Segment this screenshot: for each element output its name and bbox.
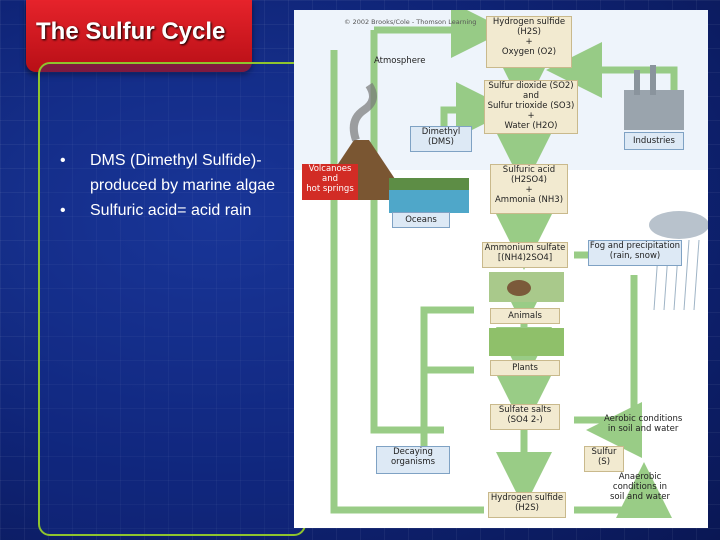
bullet-text: DMS (Dimethyl Sulfide)- produced by mari… <box>90 152 276 194</box>
fog-line1: Fog and precipitation <box>589 241 681 251</box>
bullet-list: • DMS (Dimethyl Sulfide)- produced by ma… <box>60 148 290 223</box>
fog-precipitation-box: Fog and precipitation (rain, snow) <box>588 240 682 266</box>
dms-line1: Dimethyl <box>421 127 461 137</box>
aerobic-label: Aerobic conditions in soil and water <box>604 414 682 434</box>
aerobic-line1: Aerobic conditions <box>604 414 683 424</box>
hydrogen-sulfide-top-box: Hydrogen sulfide (H2S) + Oxygen (O2) <box>486 16 572 68</box>
ammonium-line1: Ammonium sulfate <box>484 243 566 253</box>
decaying-organisms-box: Decaying organisms <box>376 446 450 474</box>
bullet-marker: • <box>60 202 66 219</box>
h2s-top-line1: Hydrogen sulfide <box>492 17 566 27</box>
volcanoes-line3: hot springs <box>306 184 354 194</box>
factory-building <box>624 90 684 130</box>
sulfur-box: Sulfur (S) <box>584 446 624 472</box>
plants-box: Plants <box>490 360 560 376</box>
smokestack-icon <box>650 65 656 95</box>
h2s-top-line3: Oxygen (O2) <box>501 47 557 57</box>
h2s-bottom-line2: (H2S) <box>515 503 539 513</box>
sulfuric-acid-box: Sulfuric acid (H2SO4) + Ammonia (NH3) <box>490 164 568 214</box>
so2-line4: Water (H2O) <box>504 121 558 131</box>
copyright-text: © 2002 Brooks/Cole - Thomson Learning <box>344 18 477 26</box>
anaerobic-label: Anaerobic conditions in soil and water <box>610 472 670 502</box>
anaerobic-line1: Anaerobic <box>618 472 662 482</box>
so2-line1: Sulfur dioxide (SO2) <box>488 81 574 91</box>
sulfuric-line1: Sulfuric acid <box>502 165 556 175</box>
title-banner <box>26 0 252 72</box>
rabbit-icon <box>507 280 531 296</box>
slide-title: The Sulfur Cycle <box>36 18 226 45</box>
so2-plus: + <box>527 111 535 121</box>
sulfate-line2: (SO4 2-) <box>507 415 543 425</box>
dms-line2: (DMS) <box>428 137 454 147</box>
aerobic-line2: in soil and water <box>607 424 679 434</box>
animals-box: Animals <box>490 308 560 324</box>
sulfuric-plus: + <box>525 185 533 195</box>
bullet-text: Sulfuric acid= acid rain <box>90 202 252 219</box>
smokestack-icon <box>634 70 640 95</box>
content-panel <box>38 62 306 536</box>
dms-box: Dimethyl (DMS) <box>410 126 472 152</box>
bullet-item-dms: • DMS (Dimethyl Sulfide)- produced by ma… <box>60 148 290 198</box>
sulfate-line1: Sulfate salts <box>498 405 552 415</box>
decaying-line2: organisms <box>390 457 436 467</box>
anaerobic-line2: conditions in <box>612 482 668 492</box>
volcanoes-box: Volcanoes and hot springs <box>302 164 358 200</box>
industries-box: Industries <box>624 132 684 150</box>
sulfuric-line3: Ammonia (NH3) <box>494 195 564 205</box>
oceans-box: Oceans <box>392 212 450 228</box>
hydrogen-sulfide-bottom-box: Hydrogen sulfide (H2S) <box>488 492 566 518</box>
volcanoes-line1: Volcanoes <box>308 164 352 174</box>
volcanoes-line2: and <box>322 174 338 184</box>
bullet-item-acid-rain: • Sulfuric acid= acid rain <box>60 198 290 223</box>
sulfuric-line2: (H2SO4) <box>511 175 547 185</box>
h2s-bottom-line1: Hydrogen sulfide <box>490 493 564 503</box>
ocean-shore <box>389 178 469 190</box>
anaerobic-line3: soil and water <box>610 492 670 502</box>
sulfur-line2: (S) <box>597 457 611 467</box>
ammonium-line2: [(NH4)2SO4] <box>497 253 553 263</box>
atmosphere-label: Atmosphere <box>374 56 426 66</box>
plant-scene <box>489 328 564 356</box>
fog-line2: (rain, snow) <box>609 251 661 261</box>
h2s-top-line2: (H2S) <box>517 27 541 37</box>
sulfur-line1: Sulfur <box>591 447 617 457</box>
sulfur-cycle-diagram: © 2002 Brooks/Cole - Thomson Learning At… <box>294 10 708 528</box>
so2-line3: Sulfur trioxide (SO3) <box>487 101 575 111</box>
sulfate-salts-box: Sulfate salts (SO4 2-) <box>490 404 560 430</box>
decaying-line1: Decaying <box>393 447 433 457</box>
volcano-smoke <box>349 82 377 142</box>
bullet-marker: • <box>60 152 66 169</box>
so2-line2: and <box>523 91 539 101</box>
h2s-top-plus: + <box>525 37 533 47</box>
sulfur-dioxide-box: Sulfur dioxide (SO2) and Sulfur trioxide… <box>484 80 578 134</box>
rain-cloud-icon <box>649 211 708 239</box>
ammonium-sulfate-box: Ammonium sulfate [(NH4)2SO4] <box>482 242 568 268</box>
